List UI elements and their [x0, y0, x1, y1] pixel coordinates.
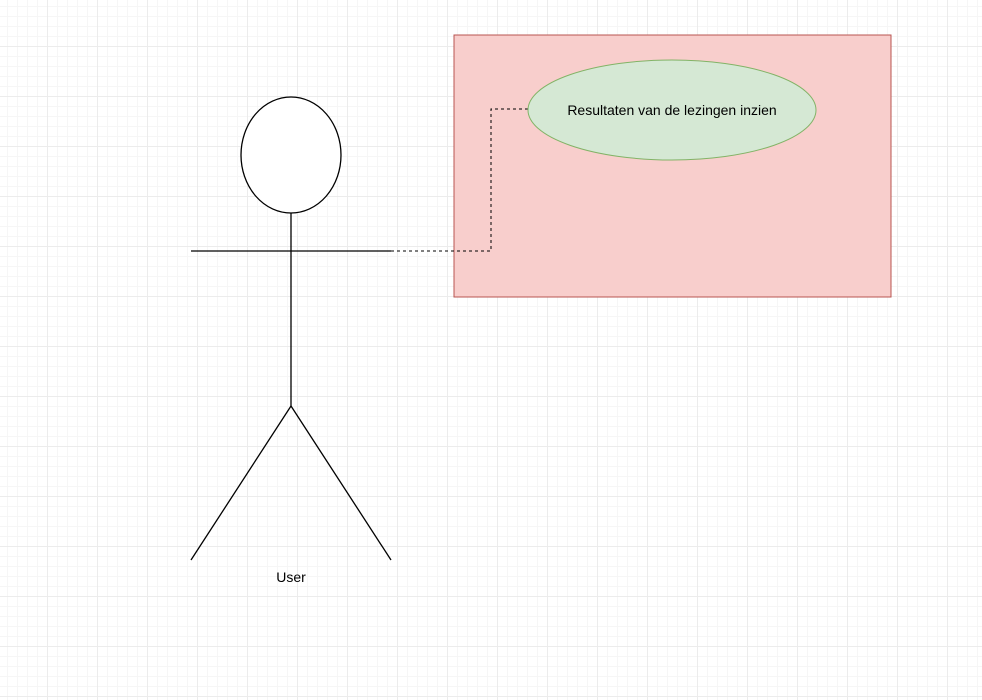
- actor[interactable]: User: [190, 96, 392, 585]
- actor-left-leg: [190, 405, 292, 561]
- actor-right-leg: [290, 405, 392, 561]
- use-case-label: Resultaten van de lezingen inzien: [567, 102, 776, 118]
- actor-label: User: [276, 569, 306, 585]
- use-case-ellipse[interactable]: [527, 59, 817, 161]
- use-case[interactable]: Resultaten van de lezingen inzien: [527, 59, 817, 161]
- actor-head: [240, 96, 342, 214]
- association-connector[interactable]: [391, 108, 528, 252]
